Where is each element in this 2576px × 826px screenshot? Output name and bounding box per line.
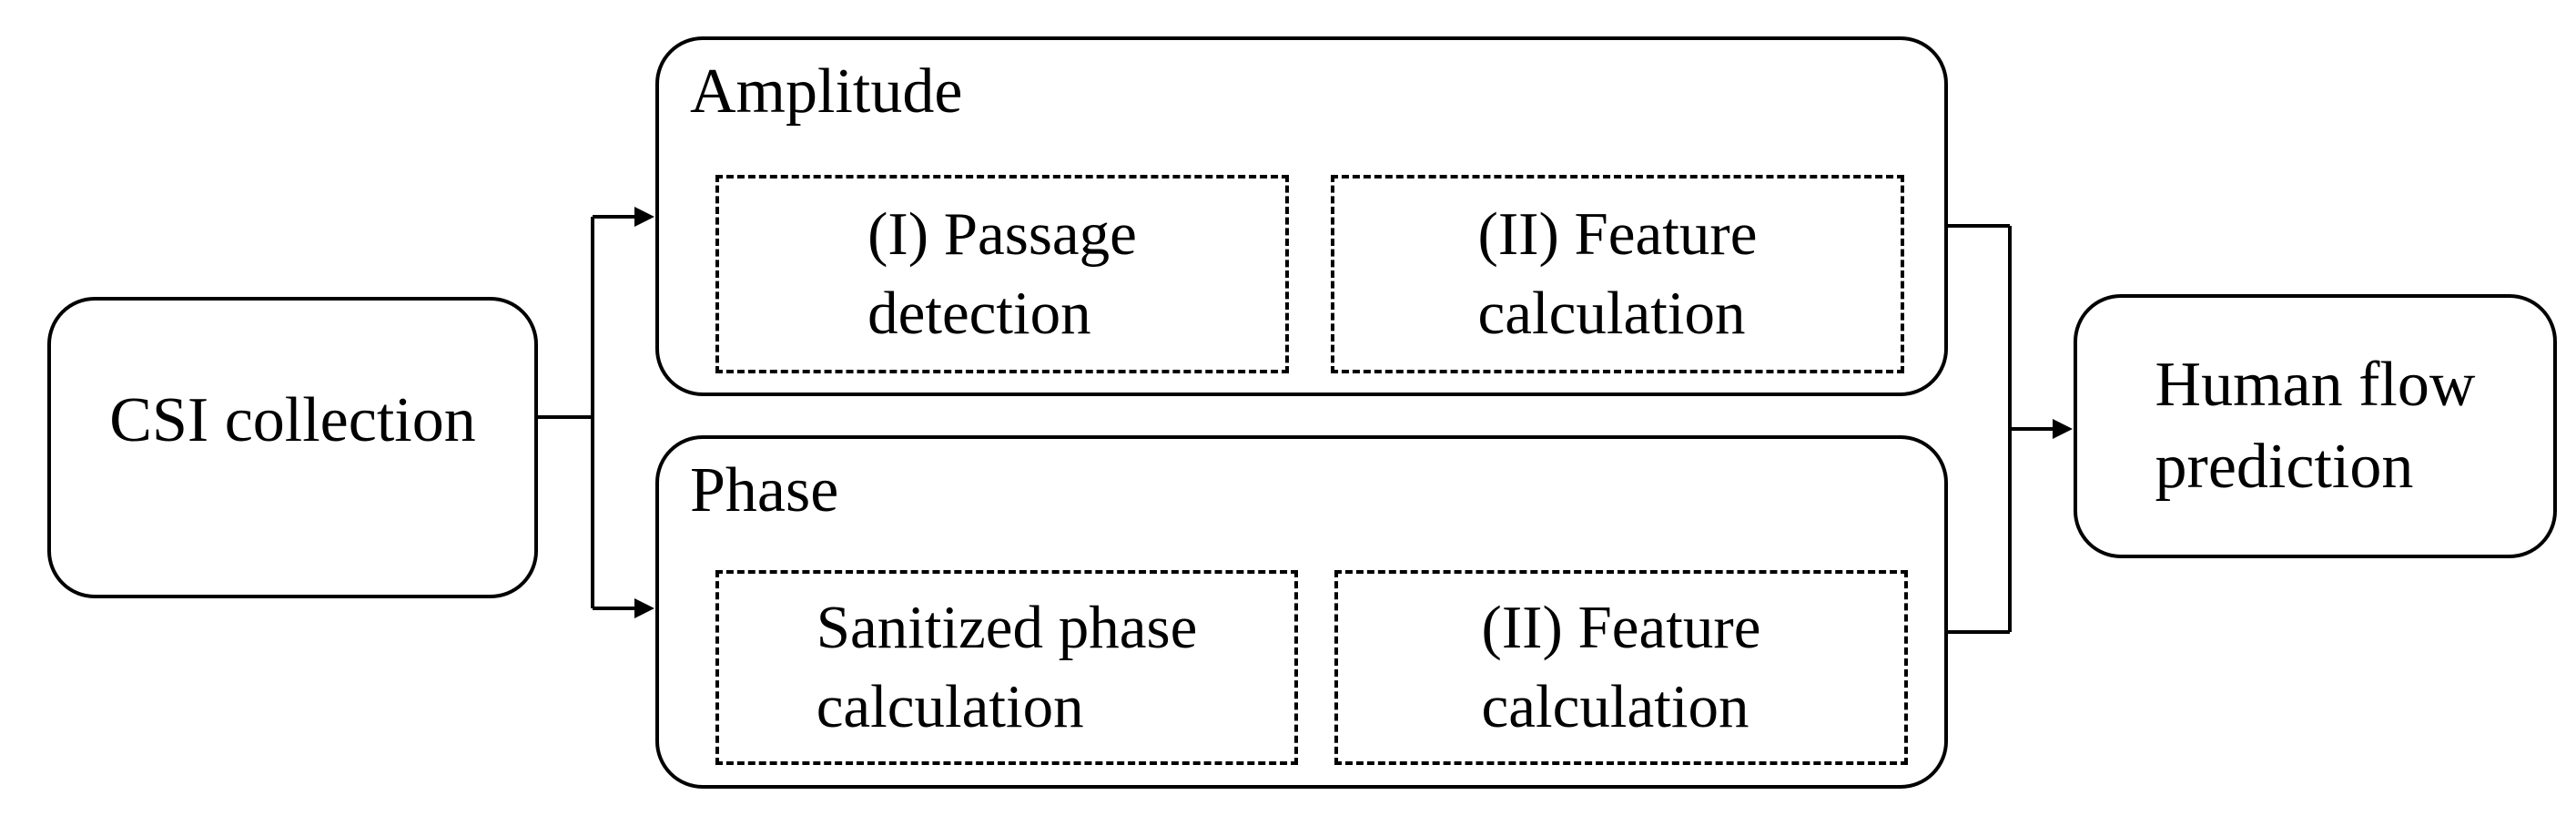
node-csi-collection: CSI collection — [47, 297, 538, 598]
group-amplitude: Amplitude (I) Passage detection (II) Fea… — [655, 36, 1948, 396]
step-feature-calculation-phase: (II) Feature calculation — [1334, 570, 1908, 765]
connector-csi-branch — [536, 215, 637, 610]
node-human-flow-prediction-label: Human flow prediction — [2155, 350, 2476, 502]
step-sanitized-phase-calculation: Sanitized phase calculation — [715, 570, 1298, 765]
arrowhead-to-amplitude — [634, 207, 654, 227]
step-feature-calculation-amplitude-label: (II) Feature calculation — [1477, 199, 1758, 347]
step-passage-detection-label: (I) Passage detection — [867, 199, 1137, 347]
arrowhead-to-phase — [634, 598, 654, 618]
group-phase: Phase Sanitized phase calculation (II) F… — [655, 435, 1948, 789]
step-sanitized-phase-calculation-label: Sanitized phase calculation — [816, 593, 1198, 740]
group-amplitude-title: Amplitude — [690, 56, 963, 127]
step-passage-detection: (I) Passage detection — [715, 175, 1289, 373]
node-human-flow-prediction: Human flow prediction — [2074, 294, 2557, 558]
arrowhead-to-prediction — [2053, 419, 2073, 439]
node-csi-collection-label: CSI collection — [109, 384, 476, 455]
step-feature-calculation-phase-label: (II) Feature calculation — [1481, 593, 1761, 740]
step-feature-calculation-amplitude: (II) Feature calculation — [1331, 175, 1904, 373]
connector-merge-to-prediction — [1946, 224, 2055, 634]
group-phase-title: Phase — [690, 455, 839, 525]
